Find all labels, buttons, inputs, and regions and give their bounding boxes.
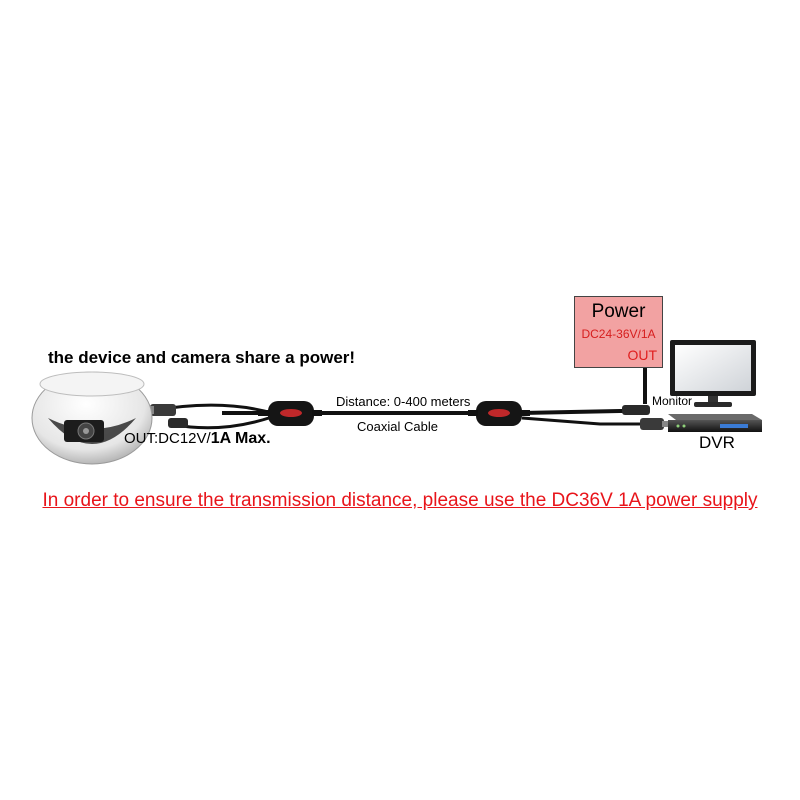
distance-label: Distance: 0-400 meters	[336, 394, 471, 409]
power-supply-warning: In order to ensure the transmission dist…	[42, 490, 758, 511]
dome-camera	[31, 371, 153, 465]
power-supply-box: Power DC24-36V/1A OUT	[574, 296, 663, 368]
output-current-label: 1A Max.	[210, 430, 271, 447]
dvr-label: DVR	[699, 433, 735, 452]
coaxial-cable-label: Coaxial Cable	[357, 419, 438, 434]
power-input-spec: DC24-36V/1A	[581, 327, 656, 341]
power-output-label: OUT	[627, 347, 657, 363]
shared-power-caption: the device and camera share a power!	[48, 348, 356, 367]
monitor	[670, 340, 756, 407]
balun-transceiver-left	[258, 401, 322, 426]
dvr-recorder	[668, 414, 762, 432]
monitor-label: Monitor	[652, 394, 693, 408]
power-cable	[622, 368, 670, 430]
power-title: Power	[591, 301, 646, 322]
camera-output-spec: OUT:DC12V/1A Max.	[124, 430, 271, 448]
output-voltage-label: OUT:DC12V/	[124, 430, 211, 447]
balun-transceiver-right	[468, 401, 530, 426]
camera-pigtail-cables	[146, 403, 273, 430]
